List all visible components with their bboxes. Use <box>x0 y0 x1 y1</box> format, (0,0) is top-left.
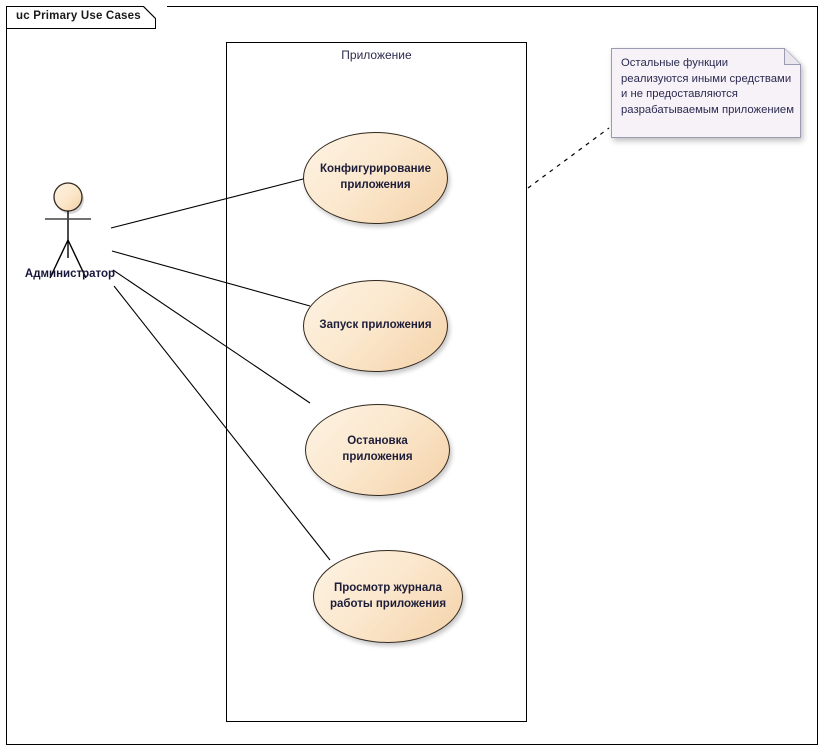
usecase-stop-application[interactable]: Остановка приложения <box>305 404 450 496</box>
usecase-label: Конфигурирование приложения <box>319 163 432 191</box>
actor-label: Администратор <box>24 268 116 280</box>
note-comment[interactable]: Остальные функции реализуются иными сред… <box>611 48 801 138</box>
usecase-label: Запуск приложения <box>319 319 432 332</box>
frame-title-tab[interactable]: uc Primary Use Cases <box>6 6 167 29</box>
note-text: Остальные функции реализуются иными сред… <box>621 57 794 116</box>
usecase-view-application-log[interactable]: Просмотр журнала работы приложения <box>313 550 463 643</box>
usecase-configure-application[interactable]: Конфигурирование приложения <box>303 132 448 224</box>
frame-title-label: uc Primary Use Cases <box>16 10 141 23</box>
usecase-label: Остановка приложения <box>342 435 413 463</box>
system-boundary-label: Приложение <box>341 48 412 62</box>
usecase-start-application[interactable]: Запуск приложения <box>303 280 448 372</box>
note-shape-icon <box>611 48 801 138</box>
usecase-label: Просмотр журнала работы приложения <box>329 581 447 610</box>
